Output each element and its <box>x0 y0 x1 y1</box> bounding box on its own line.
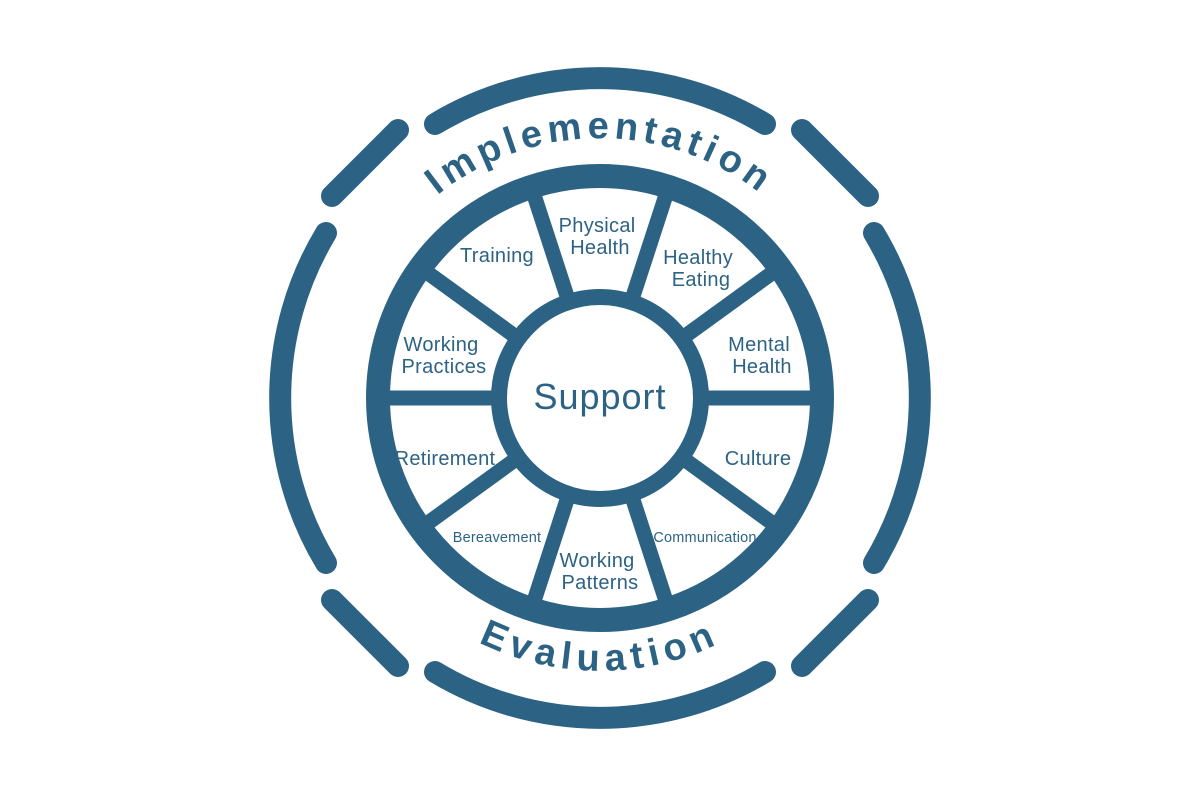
segment-label-culture: Culture <box>725 448 792 470</box>
outer-dash-upper-left <box>321 119 409 207</box>
wheel-spoke <box>424 447 529 529</box>
segment-label-mental-health: Mental Health <box>728 334 796 378</box>
segment-label-working-practices: Working Practices <box>402 334 487 378</box>
outer-dash-lower-left <box>321 589 409 677</box>
outer-dash-upper-right <box>791 119 879 207</box>
wheel-spokes <box>388 194 812 602</box>
segment-label-bereavement: Bereavement <box>453 530 541 546</box>
segment-label-working-patterns: Working Patterns <box>560 550 641 594</box>
wheel-spoke <box>671 267 776 349</box>
wheel-spoke <box>527 485 579 602</box>
support-hub-label: Support <box>533 376 666 417</box>
wheel-outer-ring <box>366 164 834 632</box>
outer-dash-top-arc <box>424 67 776 135</box>
wheel-spoke <box>621 485 673 602</box>
wheel-spoke <box>527 194 579 311</box>
segment-label-training: Training <box>460 245 534 267</box>
support-hub-circle <box>491 289 709 507</box>
wheel-spoke <box>671 447 776 529</box>
outer-dashed-ring <box>269 67 931 729</box>
segment-label-communication: Communication <box>653 530 756 546</box>
outer-dash-bottom-arc <box>424 661 776 729</box>
segment-label-physical-health: Physical Health <box>559 215 642 259</box>
segment-label-retirement: Retirement <box>395 448 496 470</box>
segment-label-healthy-eating: Healthy Eating <box>663 247 739 291</box>
outer-dash-lower-right <box>791 589 879 677</box>
wheel-spoke <box>424 267 529 349</box>
outer-dash-right-arc <box>863 222 931 574</box>
wheel-spoke <box>621 194 673 311</box>
segment-labels: Physical Health Healthy Eating Mental He… <box>395 215 796 594</box>
outer-dash-left-arc <box>269 222 337 574</box>
